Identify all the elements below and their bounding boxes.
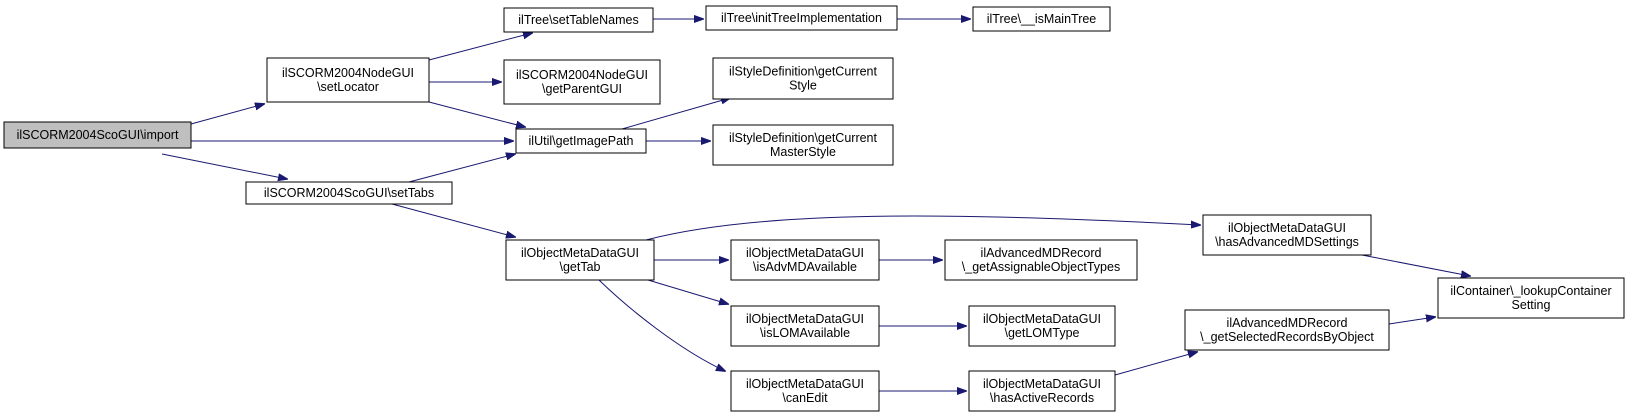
- node-omd_getlomtype[interactable]: ilObjectMetaDataGUI\getLOMType: [968, 305, 1116, 347]
- edge-sco_settabs-to-omd_gettab: [391, 203, 515, 237]
- node-box: [972, 6, 1111, 32]
- node-label-line: \hasAdvancedMDSettings: [1215, 235, 1359, 249]
- node-label-line: \_getAssignableObjectTypes: [962, 260, 1120, 274]
- node-box: [730, 239, 880, 281]
- node-box: [1202, 214, 1372, 256]
- node-box: [730, 370, 880, 412]
- edge-node_setlocator-to-tree_settablenames: [428, 33, 532, 61]
- node-label-line: ilObjectMetaDataGUI: [1228, 221, 1346, 235]
- node-label-line: Setting: [1512, 298, 1551, 312]
- edge-omd_gettab-to-omd_canedit: [598, 279, 725, 371]
- node-label-line: \isLOMAvailable: [760, 326, 850, 340]
- node-label-line: \getTab: [559, 260, 600, 274]
- node-label-line: ilTree\__isMainTree: [987, 12, 1097, 26]
- node-label-line: ilAdvancedMDRecord: [1227, 316, 1348, 330]
- node-label-line: ilSCORM2004NodeGUI: [282, 66, 414, 80]
- node-label-line: ilStyleDefinition\getCurrent: [729, 131, 878, 145]
- node-label-line: \getParentGUI: [542, 82, 622, 96]
- edge-node_setlocator-to-util_getimagepath: [428, 101, 525, 127]
- node-sco_settabs[interactable]: ilSCORM2004ScoGUI\setTabs: [245, 181, 453, 205]
- node-omd_hasactiverecords[interactable]: ilObjectMetaDataGUI\hasActiveRecords: [968, 370, 1116, 412]
- node-label-line: \isAdvMDAvailable: [753, 260, 857, 274]
- node-label-line: ilObjectMetaDataGUI: [746, 312, 864, 326]
- node-box: [968, 305, 1116, 347]
- edge-util_getimagepath-to-style_getcurrentstyle: [621, 98, 730, 130]
- node-box: [705, 5, 898, 31]
- node-box: [968, 370, 1116, 412]
- node-tree_settablenames[interactable]: ilTree\setTableNames: [503, 7, 654, 33]
- edge-omd_hasactiverecords-to-amd_getselectedrecords: [1114, 352, 1197, 376]
- node-label-line: \canEdit: [782, 391, 828, 405]
- edges: [161, 19, 1470, 391]
- node-label-line: ilContainer\_lookupContainer: [1450, 284, 1611, 298]
- node-label-line: ilTree\initTreeImplementation: [721, 11, 882, 25]
- node-amd_getassignabletypes[interactable]: ilAdvancedMDRecord\_getAssignableObjectT…: [944, 239, 1138, 281]
- node-sco_import[interactable]: ilSCORM2004ScoGUI\import: [3, 121, 192, 149]
- node-box: [730, 305, 880, 347]
- node-box: [505, 239, 655, 281]
- node-label-line: \hasActiveRecords: [990, 391, 1094, 405]
- node-box: [3, 121, 192, 149]
- node-label-line: \_getSelectedRecordsByObject: [1200, 330, 1374, 344]
- node-amd_getselectedrecords[interactable]: ilAdvancedMDRecord\_getSelectedRecordsBy…: [1184, 309, 1390, 351]
- node-box: [1184, 309, 1390, 351]
- node-box: [266, 57, 430, 103]
- node-label-line: ilAdvancedMDRecord: [981, 246, 1102, 260]
- node-tree_ismaintree[interactable]: ilTree\__isMainTree: [972, 6, 1111, 32]
- edge-sco_import-to-sco_settabs: [161, 153, 287, 179]
- node-label-line: ilSCORM2004NodeGUI: [516, 68, 648, 82]
- node-box: [515, 128, 647, 154]
- edge-amd_getselectedrecords-to-container_lookupsetting: [1388, 317, 1435, 325]
- node-omd_isadvmdavailable[interactable]: ilObjectMetaDataGUI\isAdvMDAvailable: [730, 239, 880, 281]
- node-omd_islomavailable[interactable]: ilObjectMetaDataGUI\isLOMAvailable: [730, 305, 880, 347]
- node-box: [1437, 277, 1625, 319]
- node-box: [503, 59, 661, 105]
- node-label-line: ilStyleDefinition\getCurrent: [729, 65, 878, 79]
- node-box: [712, 124, 894, 166]
- node-label-line: ilSCORM2004ScoGUI\setTabs: [264, 186, 434, 200]
- node-label-line: ilSCORM2004ScoGUI\import: [17, 128, 179, 142]
- node-box: [503, 7, 654, 33]
- edge-omd_gettab-to-omd_hasadvmdsettings: [645, 215, 1200, 241]
- node-label-line: ilUtil\getImagePath: [529, 134, 634, 148]
- node-label-line: ilObjectMetaDataGUI: [983, 312, 1101, 326]
- edge-omd_gettab-to-omd_islomavailable: [647, 279, 728, 304]
- edge-sco_settabs-to-util_getimagepath: [408, 154, 515, 183]
- node-box: [245, 181, 453, 205]
- node-util_getimagepath[interactable]: ilUtil\getImagePath: [515, 128, 647, 154]
- edge-sco_import-to-node_setlocator: [190, 104, 264, 125]
- node-box: [944, 239, 1138, 281]
- node-omd_gettab[interactable]: ilObjectMetaDataGUI\getTab: [505, 239, 655, 281]
- edge-omd_hasadvmdsettings-to-container_lookupsetting: [1361, 254, 1470, 276]
- node-label-line: \setLocator: [317, 80, 379, 94]
- node-node_setlocator[interactable]: ilSCORM2004NodeGUI\setLocator: [266, 57, 430, 103]
- node-omd_hasadvmdsettings[interactable]: ilObjectMetaDataGUI\hasAdvancedMDSetting…: [1202, 214, 1372, 256]
- node-label-line: Style: [789, 79, 817, 93]
- node-label-line: MasterStyle: [770, 145, 836, 159]
- node-label-line: ilObjectMetaDataGUI: [521, 246, 639, 260]
- node-label-line: ilObjectMetaDataGUI: [983, 377, 1101, 391]
- node-omd_canedit[interactable]: ilObjectMetaDataGUI\canEdit: [730, 370, 880, 412]
- node-box: [712, 57, 894, 100]
- node-label-line: ilTree\setTableNames: [518, 13, 638, 27]
- node-node_getparentgui[interactable]: ilSCORM2004NodeGUI\getParentGUI: [503, 59, 661, 105]
- node-label-line: \getLOMType: [1004, 326, 1079, 340]
- node-label-line: ilObjectMetaDataGUI: [746, 246, 864, 260]
- nodes: ilSCORM2004ScoGUI\import ilSCORM2004NodeG…: [3, 5, 1625, 412]
- node-label-line: ilObjectMetaDataGUI: [746, 377, 864, 391]
- node-tree_inittreeimpl[interactable]: ilTree\initTreeImplementation: [705, 5, 898, 31]
